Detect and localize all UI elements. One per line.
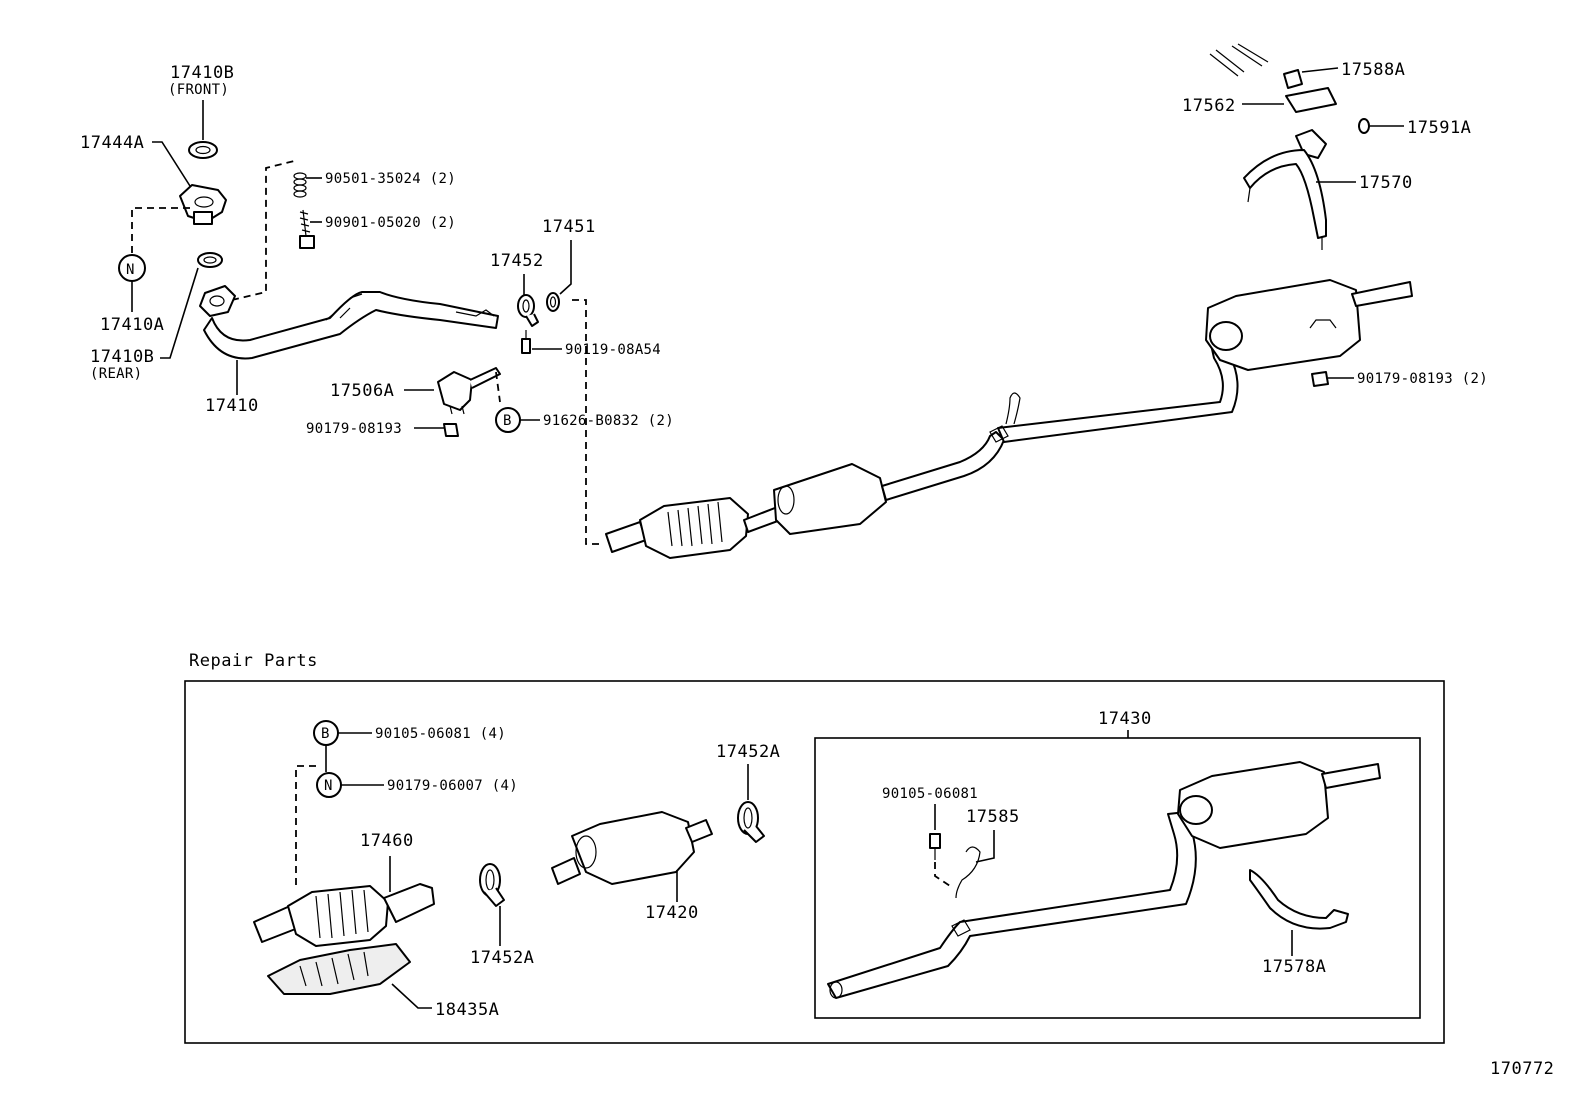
heat-shield-18435a bbox=[267, 943, 411, 995]
b-symbol-label: B bbox=[503, 413, 512, 429]
label-17410a: 17410A bbox=[100, 315, 164, 335]
repair-b-symbol-label: B bbox=[321, 726, 330, 742]
muffler-17420 bbox=[551, 811, 713, 885]
label-90179-a: 90179-08193 bbox=[306, 421, 402, 437]
gasket-17410b-rear bbox=[197, 252, 223, 268]
label-17452a-left: 17452A bbox=[470, 948, 534, 968]
main-muffler bbox=[1205, 279, 1413, 371]
label-17591a: 17591A bbox=[1407, 118, 1471, 138]
front-pipe-17410 bbox=[199, 285, 499, 360]
label-17451: 17451 bbox=[542, 217, 596, 237]
tail-pipe-box bbox=[814, 737, 1421, 1019]
bolt-90119 bbox=[521, 330, 531, 354]
gasket-17451 bbox=[546, 292, 560, 312]
hanger-rod-marks bbox=[1209, 43, 1269, 77]
washer-17591a bbox=[1358, 118, 1370, 134]
nut-90179-b bbox=[1311, 371, 1329, 387]
intermediate-pipe bbox=[989, 339, 1239, 443]
clamp-17452 bbox=[517, 294, 539, 327]
label-90105-4: 90105-06081 (4) bbox=[375, 726, 506, 742]
label-17410b-rear: 17410B bbox=[90, 347, 154, 367]
repair-n-symbol-label: N bbox=[324, 778, 333, 794]
repair-parts-title: Repair Parts bbox=[189, 651, 318, 671]
label-17410: 17410 bbox=[205, 396, 259, 416]
label-90901: 90901-05020 (2) bbox=[325, 215, 456, 231]
label-front: (FRONT) bbox=[168, 82, 229, 98]
hanger-17570 bbox=[1243, 129, 1327, 250]
flange-17444a bbox=[179, 184, 227, 225]
label-17562: 17562 bbox=[1182, 96, 1236, 116]
label-18435a: 18435A bbox=[435, 1000, 499, 1020]
label-17452: 17452 bbox=[490, 251, 544, 271]
diagram-id: 170772 bbox=[1490, 1059, 1554, 1079]
label-rear: (REAR) bbox=[90, 366, 142, 382]
bracket-17506a bbox=[437, 367, 501, 415]
catalytic-converter bbox=[605, 497, 787, 559]
label-90179-b: 90179-08193 (2) bbox=[1357, 371, 1488, 387]
label-17588a: 17588A bbox=[1341, 60, 1405, 80]
label-17585: 17585 bbox=[966, 807, 1020, 827]
label-17410b-front: 17410B bbox=[170, 63, 234, 83]
label-90119: 90119-08A54 bbox=[565, 342, 661, 358]
bracket-17562 bbox=[1285, 87, 1337, 113]
label-17506a: 17506A bbox=[330, 381, 394, 401]
clamp-17452a-right bbox=[737, 801, 765, 843]
label-90105: 90105-06081 bbox=[882, 786, 978, 802]
bolt-90105 bbox=[929, 833, 941, 860]
bolt-90901 bbox=[299, 209, 315, 249]
gasket-17410b-front bbox=[188, 141, 218, 159]
converter-17460 bbox=[253, 883, 435, 947]
spring-90501 bbox=[293, 172, 307, 198]
band-17578a bbox=[1249, 869, 1349, 930]
tail-pipe-17430 bbox=[827, 761, 1381, 999]
n-symbol-label: N bbox=[126, 262, 135, 278]
repair-parts-box bbox=[184, 680, 1445, 1044]
label-17430: 17430 bbox=[1098, 709, 1152, 729]
label-17452a-right: 17452A bbox=[716, 742, 780, 762]
label-90179-4: 90179-06007 (4) bbox=[387, 778, 518, 794]
label-17420: 17420 bbox=[645, 903, 699, 923]
center-muffler bbox=[773, 431, 1005, 535]
hanger-17585 bbox=[955, 846, 981, 899]
cushion-17588a bbox=[1283, 69, 1303, 89]
label-90501: 90501-35024 (2) bbox=[325, 171, 456, 187]
label-17444a: 17444A bbox=[80, 133, 144, 153]
label-91626: 91626-B0832 (2) bbox=[543, 413, 674, 429]
label-17570: 17570 bbox=[1359, 173, 1413, 193]
label-17460: 17460 bbox=[360, 831, 414, 851]
nut-90179-a bbox=[443, 423, 459, 437]
clamp-17452a-left bbox=[479, 863, 505, 907]
label-17578a: 17578A bbox=[1262, 957, 1326, 977]
